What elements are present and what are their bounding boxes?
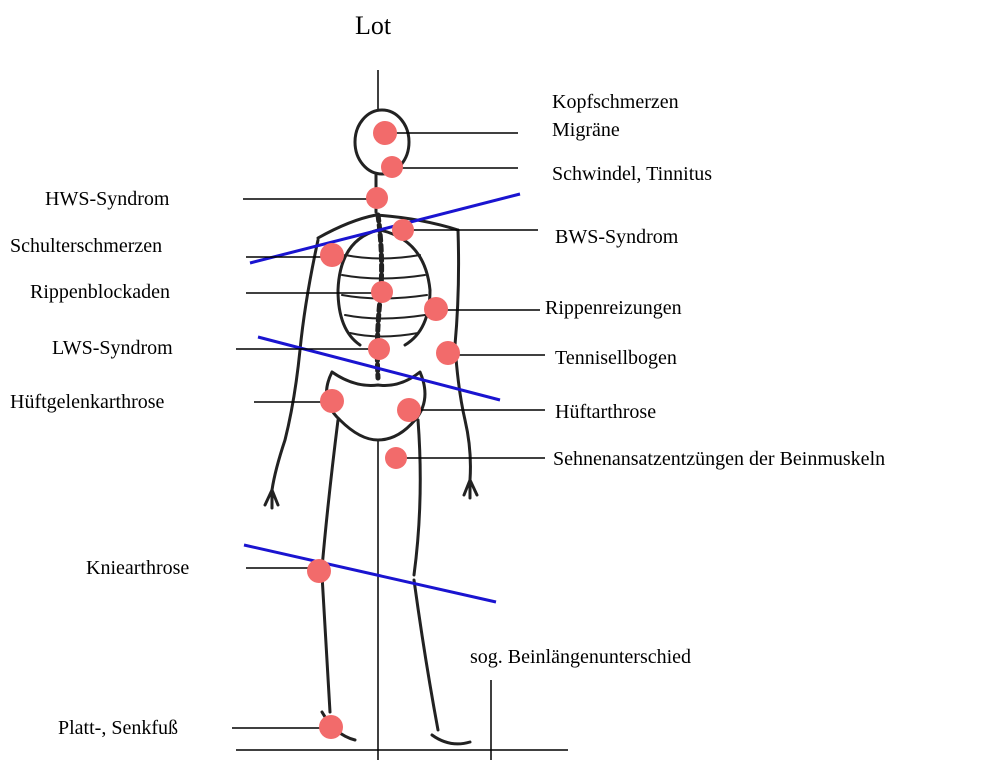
pain-point-foot <box>319 715 343 739</box>
pain-point-neck-upper <box>381 156 403 178</box>
right-tibia <box>414 580 438 730</box>
label-rippenreizungen: Rippenreizungen <box>545 296 682 320</box>
right-femur <box>414 420 420 575</box>
label-hws-syndrom: HWS-Syndrom <box>45 187 169 211</box>
label-bws-syndrom: BWS-Syndrom <box>555 225 678 249</box>
pain-point-hip-right <box>397 398 421 422</box>
knee-axis-line <box>244 545 496 602</box>
pain-point-hip-left <box>320 389 344 413</box>
right-hand <box>464 480 477 498</box>
pain-point-tendons <box>385 447 407 469</box>
pain-point-hws <box>366 187 388 209</box>
label-migraene: Migräne <box>552 118 620 142</box>
label-beinlaengenunterschied: sog. Beinlängenunterschied <box>470 645 691 669</box>
label-kopfschmerzen: Kopfschmerzen <box>552 90 679 114</box>
label-hueftgelenkarthrose: Hüftgelenkarthrose <box>10 390 164 414</box>
pain-point-elbow <box>436 341 460 365</box>
left-hand <box>265 490 278 508</box>
pain-point-ribs-left <box>371 281 393 303</box>
label-kniearthrose: Kniearthrose <box>86 556 189 580</box>
left-tibia <box>322 575 330 712</box>
title-lot: Lot <box>355 14 391 38</box>
pain-point-lws <box>368 338 390 360</box>
label-lws-syndrom: LWS-Syndrom <box>52 336 173 360</box>
left-arm <box>272 240 318 490</box>
pain-point-bws <box>392 219 414 241</box>
label-tennisellbogen: Tennisellbogen <box>555 346 677 370</box>
label-schulterschmerzen: Schulterschmerzen <box>10 234 162 258</box>
pain-point-knee <box>307 559 331 583</box>
pain-point-head <box>373 121 397 145</box>
pain-point-ribs-right <box>424 297 448 321</box>
label-sehnenansatzentzuengen: Sehnenansatzentzüngen der Beinmuskeln <box>553 447 885 471</box>
label-hueftarthrose: Hüftarthrose <box>555 400 656 424</box>
right-foot <box>432 735 470 744</box>
label-schwindel: Schwindel, Tinnitus <box>552 162 712 186</box>
label-platt-senkfuss: Platt-, Senkfuß <box>58 716 178 740</box>
pain-point-shoulder <box>320 243 344 267</box>
left-femur <box>322 420 338 568</box>
label-rippenblockaden: Rippenblockaden <box>30 280 170 304</box>
